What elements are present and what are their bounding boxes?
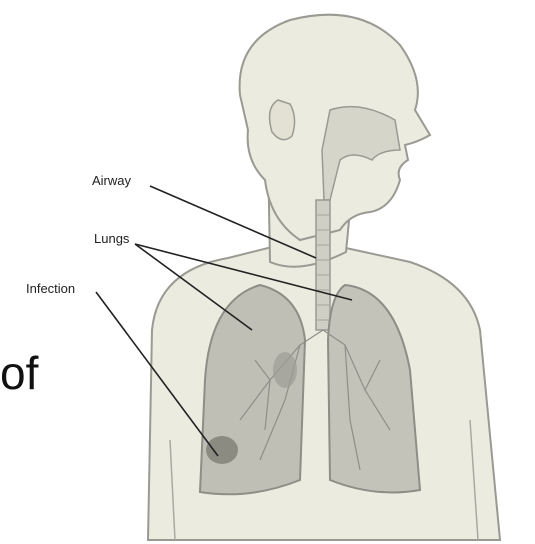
partial-caption-text: of xyxy=(0,350,38,396)
trachea xyxy=(316,200,330,330)
infection-label: Infection xyxy=(26,281,75,296)
lung-shadow xyxy=(273,352,297,388)
lungs-label: Lungs xyxy=(94,231,129,246)
airway-label: Airway xyxy=(92,173,131,188)
infection-spot xyxy=(206,436,238,464)
ear xyxy=(270,100,295,140)
